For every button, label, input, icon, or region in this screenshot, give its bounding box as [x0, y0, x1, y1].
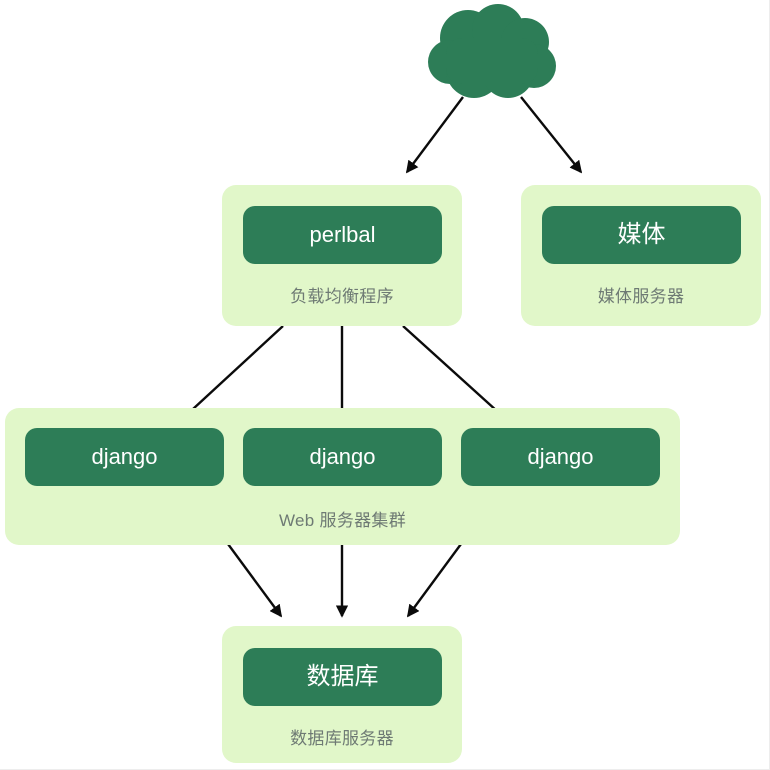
node-django-1-label: django — [91, 444, 158, 469]
group-media[interactable]: 媒体 媒体服务器 — [521, 185, 761, 326]
node-django-2[interactable]: django — [243, 428, 442, 486]
group-load-balancer[interactable]: perlbal 负载均衡程序 — [222, 185, 462, 326]
edge-perlbal-to-django-1 — [178, 325, 284, 423]
node-perlbal[interactable]: perlbal — [243, 206, 442, 264]
node-django-3[interactable]: django — [461, 428, 660, 486]
node-media-label: 媒体 — [617, 221, 666, 248]
edge-cloud-to-perlbal — [405, 96, 464, 174]
group-web-cluster-label: Web 服务器集群 — [278, 511, 407, 530]
node-perlbal-label: perlbal — [309, 222, 376, 247]
group-database[interactable]: 数据库 数据库服务器 — [222, 626, 462, 763]
group-media-label: 媒体服务器 — [597, 287, 685, 306]
group-web-cluster[interactable]: django django django Web 服务器集群 — [5, 408, 680, 545]
group-load-balancer-label: 负载均衡程序 — [290, 287, 394, 306]
edge-perlbal-to-django-3 — [402, 325, 510, 423]
edge-cloud-to-media — [520, 96, 583, 174]
node-database-label: 数据库 — [306, 663, 379, 690]
node-django-2-label: django — [309, 444, 376, 469]
node-media[interactable]: 媒体 — [542, 206, 741, 264]
node-django-1[interactable]: django — [25, 428, 224, 486]
node-database[interactable]: 数据库 — [243, 648, 442, 706]
group-database-label: 数据库服务器 — [290, 729, 394, 748]
node-django-3-label: django — [527, 444, 594, 469]
internet-cloud[interactable] — [424, 4, 560, 106]
